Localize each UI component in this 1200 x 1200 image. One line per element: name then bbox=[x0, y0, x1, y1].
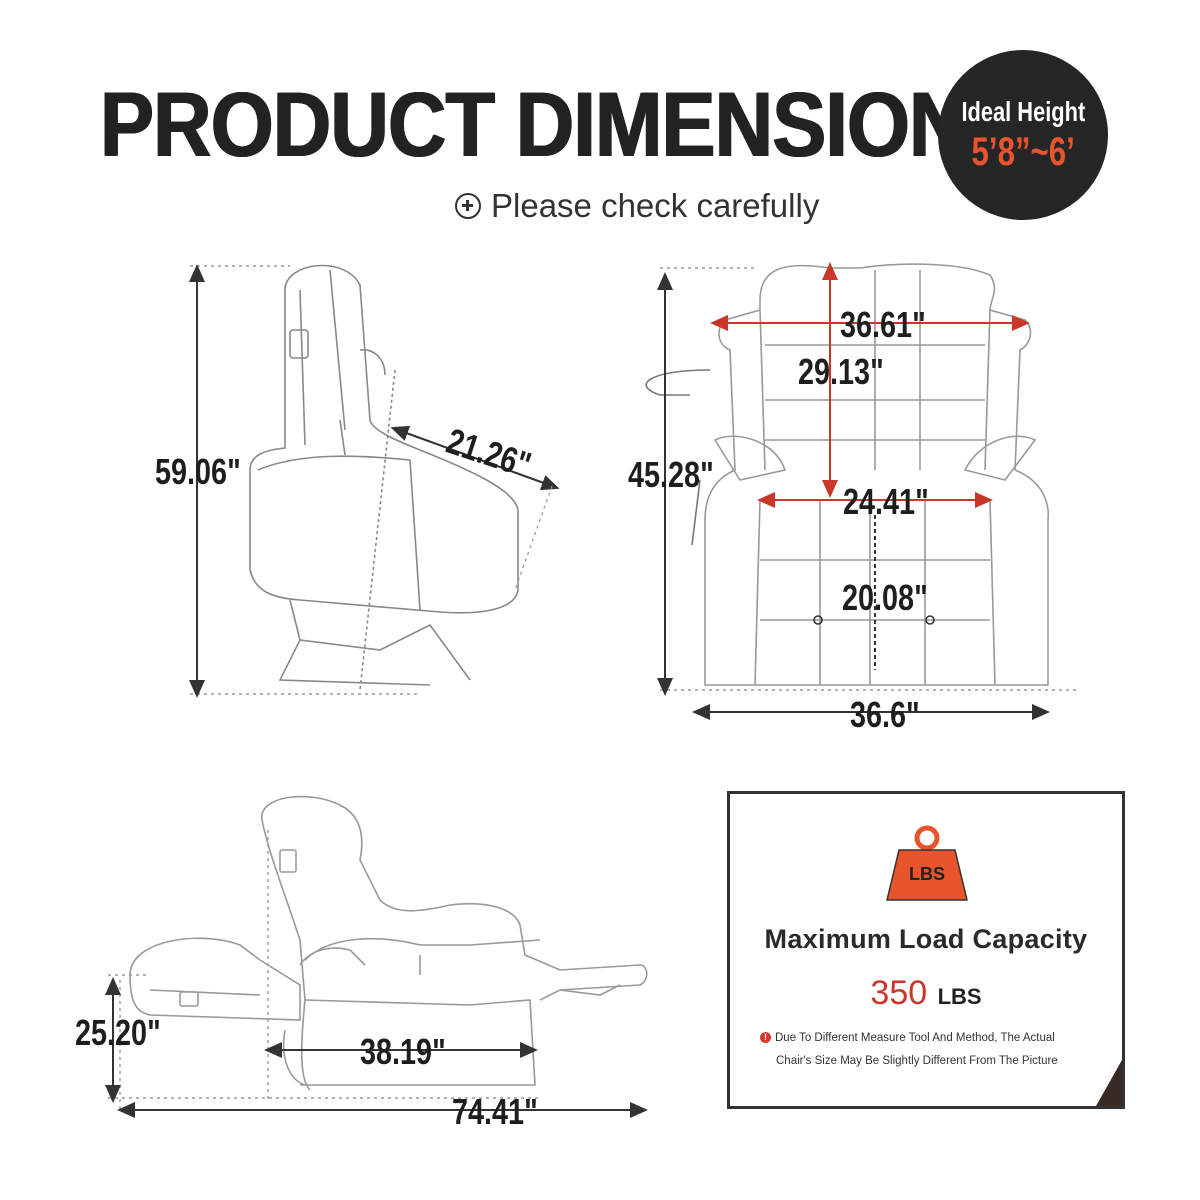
badge-label: Ideal Height bbox=[961, 95, 1085, 127]
weight-icon-label: LBS bbox=[909, 864, 945, 884]
overall-width-label: 36.6" bbox=[850, 694, 920, 735]
warning-icon: ! bbox=[760, 1032, 771, 1044]
side-height-label: 59.06" bbox=[155, 451, 241, 492]
disclaimer-note: ! Due To Different Measure Tool And Metho… bbox=[760, 1027, 1105, 1073]
recline-view-drawing bbox=[129, 795, 648, 1091]
corner-accent bbox=[1096, 1060, 1122, 1106]
recline-length-label: 74.41" bbox=[452, 1091, 538, 1132]
back-height-label: 29.13" bbox=[798, 351, 884, 392]
weight-icon bbox=[886, 825, 968, 901]
seat-width-label: 24.41" bbox=[843, 481, 929, 522]
wall-clearance-label: 38.19" bbox=[360, 1031, 446, 1072]
front-height-label: 45.28" bbox=[628, 454, 714, 495]
disclaimer-line-2: Chair's Size May Be Slightly Different F… bbox=[776, 1055, 1058, 1067]
subtitle: Please check carefully bbox=[455, 184, 819, 228]
back-width-label: 36.61" bbox=[840, 304, 926, 345]
capacity-number: 350 bbox=[870, 974, 928, 1012]
plus-circle-icon bbox=[455, 193, 481, 219]
recline-height-label: 25.20" bbox=[75, 1012, 161, 1053]
badge-value: 5’8”~6’ bbox=[971, 129, 1075, 174]
ideal-height-badge: Ideal Height 5’8”~6’ bbox=[938, 50, 1108, 220]
subtitle-text: Please check carefully bbox=[491, 187, 820, 224]
load-capacity-card: LBS Maximum Load Capacity 350 LBS ! Due T… bbox=[727, 791, 1125, 1109]
capacity-title: Maximum Load Capacity bbox=[764, 924, 1088, 954]
capacity-unit: LBS bbox=[937, 984, 982, 1009]
side-view-drawing bbox=[249, 264, 519, 691]
disclaimer-line-1: Due To Different Measure Tool And Method… bbox=[775, 1032, 1055, 1044]
seat-height-label: 20.08" bbox=[842, 577, 928, 618]
capacity-value: 350 LBS bbox=[730, 974, 1122, 1013]
